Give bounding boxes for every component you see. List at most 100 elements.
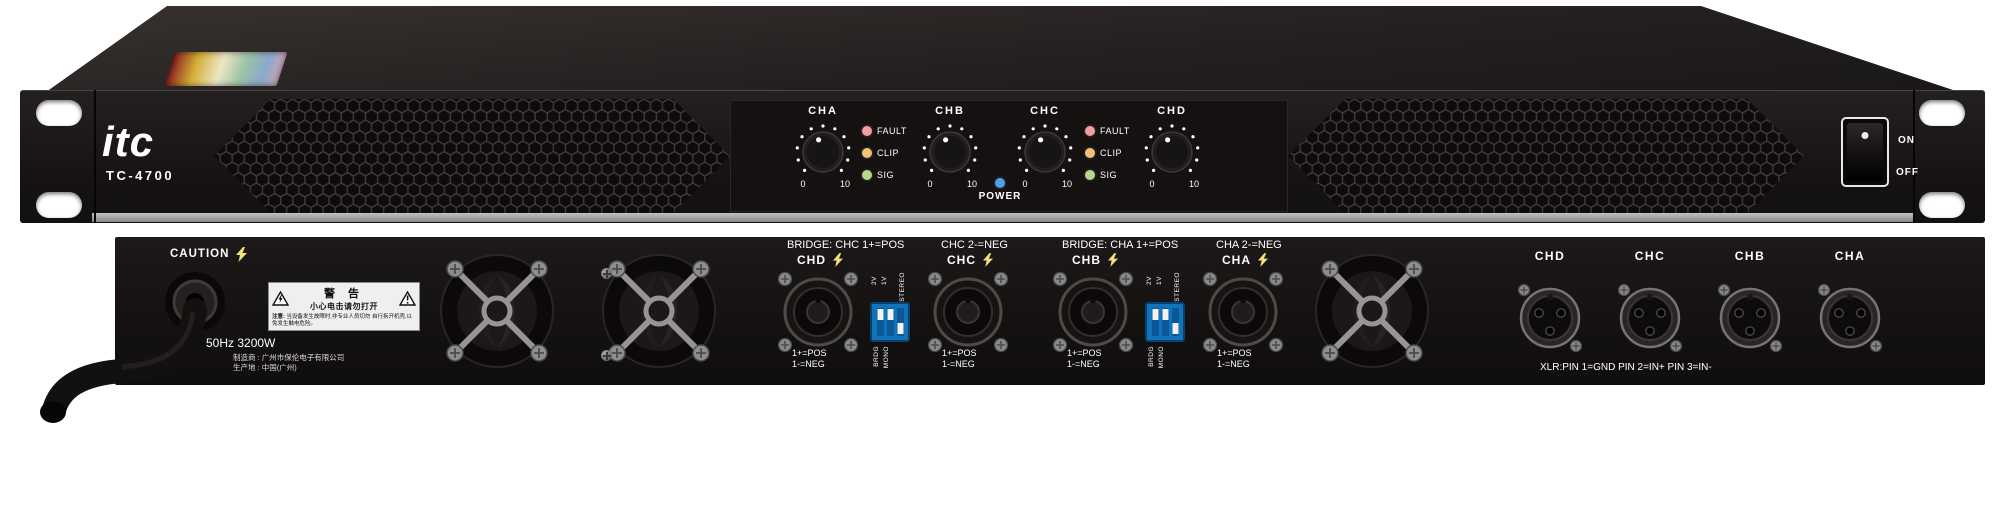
dip-switch-block[interactable]: [1145, 302, 1185, 342]
dip-1v-label: 1V: [881, 276, 888, 285]
lightning-icon: [833, 253, 843, 267]
dip-1v-label: 1V: [1156, 276, 1163, 285]
clip-led-label: CLIP: [877, 148, 900, 158]
speakon-label-chc: CHC: [947, 253, 976, 267]
power-switch-dot-icon: [1861, 132, 1869, 139]
cooling-fan-3: [1312, 251, 1432, 376]
front-bottom-trim: [92, 213, 1914, 222]
gain-knob-chd[interactable]: [1142, 122, 1202, 182]
knob-scale-max: 10: [839, 179, 850, 189]
channel-label-cha: CHA: [808, 105, 838, 117]
speakon-label-chd: CHD: [797, 253, 826, 267]
dip-switch-block[interactable]: [870, 302, 910, 342]
bridge-text-group1b: CHC 2-=NEG: [941, 239, 1008, 251]
clip-led-icon: [1085, 148, 1095, 158]
manufacturer-line: 制造商 : 广州市保伦电子有限公司: [233, 353, 345, 362]
power-cord: [40, 272, 225, 423]
speakon-connector-chb: [1048, 267, 1138, 362]
switch-off-label: OFF: [1896, 167, 1919, 178]
fault-led-label: FAULT: [1100, 126, 1130, 136]
knob-scale-min: 0: [1022, 179, 1028, 189]
panel-screw: [601, 268, 612, 279]
gain-knob-cha[interactable]: [793, 122, 853, 182]
mode-dip-switch-2[interactable]: 2V 1V STEREO BRDG MONO: [1143, 272, 1189, 378]
warning-triangle-bolt-icon: [272, 291, 289, 306]
knob-scale-max: 10: [1061, 179, 1072, 189]
power-label: POWER: [978, 191, 1022, 202]
warning-subtitle: 小心电击请勿打开: [310, 302, 378, 311]
rack-mount-hole: [36, 192, 82, 218]
caution-label: CAUTION: [170, 247, 230, 260]
knob-scale-min: 0: [800, 179, 806, 189]
rack-mount-hole: [1919, 192, 1965, 218]
mode-dip-switch-1[interactable]: 2V 1V STEREO BRDG MONO: [868, 272, 914, 378]
ventilation-grille-right: [1288, 99, 1804, 213]
panel-screw: [601, 350, 612, 361]
caution-group: CAUTION: [170, 247, 248, 262]
sig-led-icon: [1085, 170, 1095, 180]
fault-led-icon: [1085, 126, 1095, 136]
led-sig-2: SIG: [1085, 170, 1117, 180]
warning-triangle-exclamation-icon: [399, 291, 416, 306]
rack-ear-seam-left: [94, 90, 96, 223]
led-clip-2: CLIP: [1085, 148, 1122, 158]
gain-knob-chb[interactable]: [920, 122, 980, 182]
gain-knob-chc[interactable]: [1015, 122, 1075, 182]
dip-mono-label: MONO: [883, 346, 890, 369]
warning-title: 警 告: [323, 288, 365, 300]
model-number: TC-4700: [106, 168, 175, 183]
led-clip-1: CLIP: [862, 148, 899, 158]
channel-label-chb: CHB: [935, 105, 965, 117]
knob-scale-min: 0: [1149, 179, 1155, 189]
hologram-sticker: [164, 52, 288, 86]
lightning-icon: [1258, 253, 1268, 267]
warning-label: 警 告 小心电击请勿打开 注意: 当设备发生故障时,非专业人员切勿 自行拆开机壳…: [268, 282, 420, 331]
xlr-input-cha: [1810, 278, 1890, 363]
sig-led-icon: [862, 170, 872, 180]
lightning-icon: [1108, 253, 1118, 267]
speakon-connector-chd: [773, 267, 863, 362]
power-led-icon: [995, 178, 1005, 188]
ventilation-grille-left: [214, 99, 730, 213]
xlr-input-chc: [1610, 278, 1690, 363]
led-sig-1: SIG: [862, 170, 894, 180]
cooling-fan-2: [599, 251, 719, 376]
dip-2v-label: 2V: [1146, 276, 1153, 285]
power-spec: 50Hz 3200W: [206, 336, 276, 350]
knob-scale-max: 10: [1188, 179, 1199, 189]
lightning-icon: [983, 253, 993, 267]
knob-scale-max: 10: [966, 179, 977, 189]
sig-led-label: SIG: [877, 170, 895, 180]
warning-note: 注意: 当设备发生故障时,非专业人员切勿 自行拆开机壳,以免发生触电危险。: [272, 314, 412, 327]
power-switch[interactable]: [1841, 117, 1889, 187]
led-fault-1: FAULT: [862, 126, 907, 136]
brand-logo: itc: [102, 118, 155, 165]
dip-stereo-label: STEREO: [899, 272, 906, 302]
rack-mount-hole: [36, 100, 82, 126]
xlr-input-chb: [1710, 278, 1790, 363]
rack-ear-seam-right: [1913, 90, 1915, 223]
channel-label-chc: CHC: [1030, 105, 1060, 117]
dip-brdg-label: BRDG: [1148, 346, 1155, 367]
clip-led-icon: [862, 148, 872, 158]
clip-led-label: CLIP: [1100, 148, 1123, 158]
bridge-text-group2: BRIDGE: CHA 1+=POS: [1062, 239, 1179, 251]
chassis-top: [46, 6, 1959, 92]
speakon-connector-cha: [1198, 267, 1288, 362]
bridge-text-group1: BRIDGE: CHC 1+=POS: [787, 239, 905, 251]
dip-stereo-label: STEREO: [1174, 272, 1181, 302]
dip-2v-label: 2V: [871, 276, 878, 285]
led-fault-2: FAULT: [1085, 126, 1130, 136]
switch-on-label: ON: [1898, 135, 1915, 146]
channel-label-chd: CHD: [1157, 105, 1187, 117]
speakon-label-chb: CHB: [1072, 253, 1101, 267]
xlr-label-chb: CHB: [1734, 249, 1766, 263]
power-switch-rocker[interactable]: [1847, 123, 1883, 181]
fault-led-icon: [862, 126, 872, 136]
speakon-label-cha: CHA: [1222, 253, 1251, 267]
origin-line: 生产地 : 中国(广州): [233, 363, 297, 372]
xlr-label-chc: CHC: [1634, 249, 1666, 263]
